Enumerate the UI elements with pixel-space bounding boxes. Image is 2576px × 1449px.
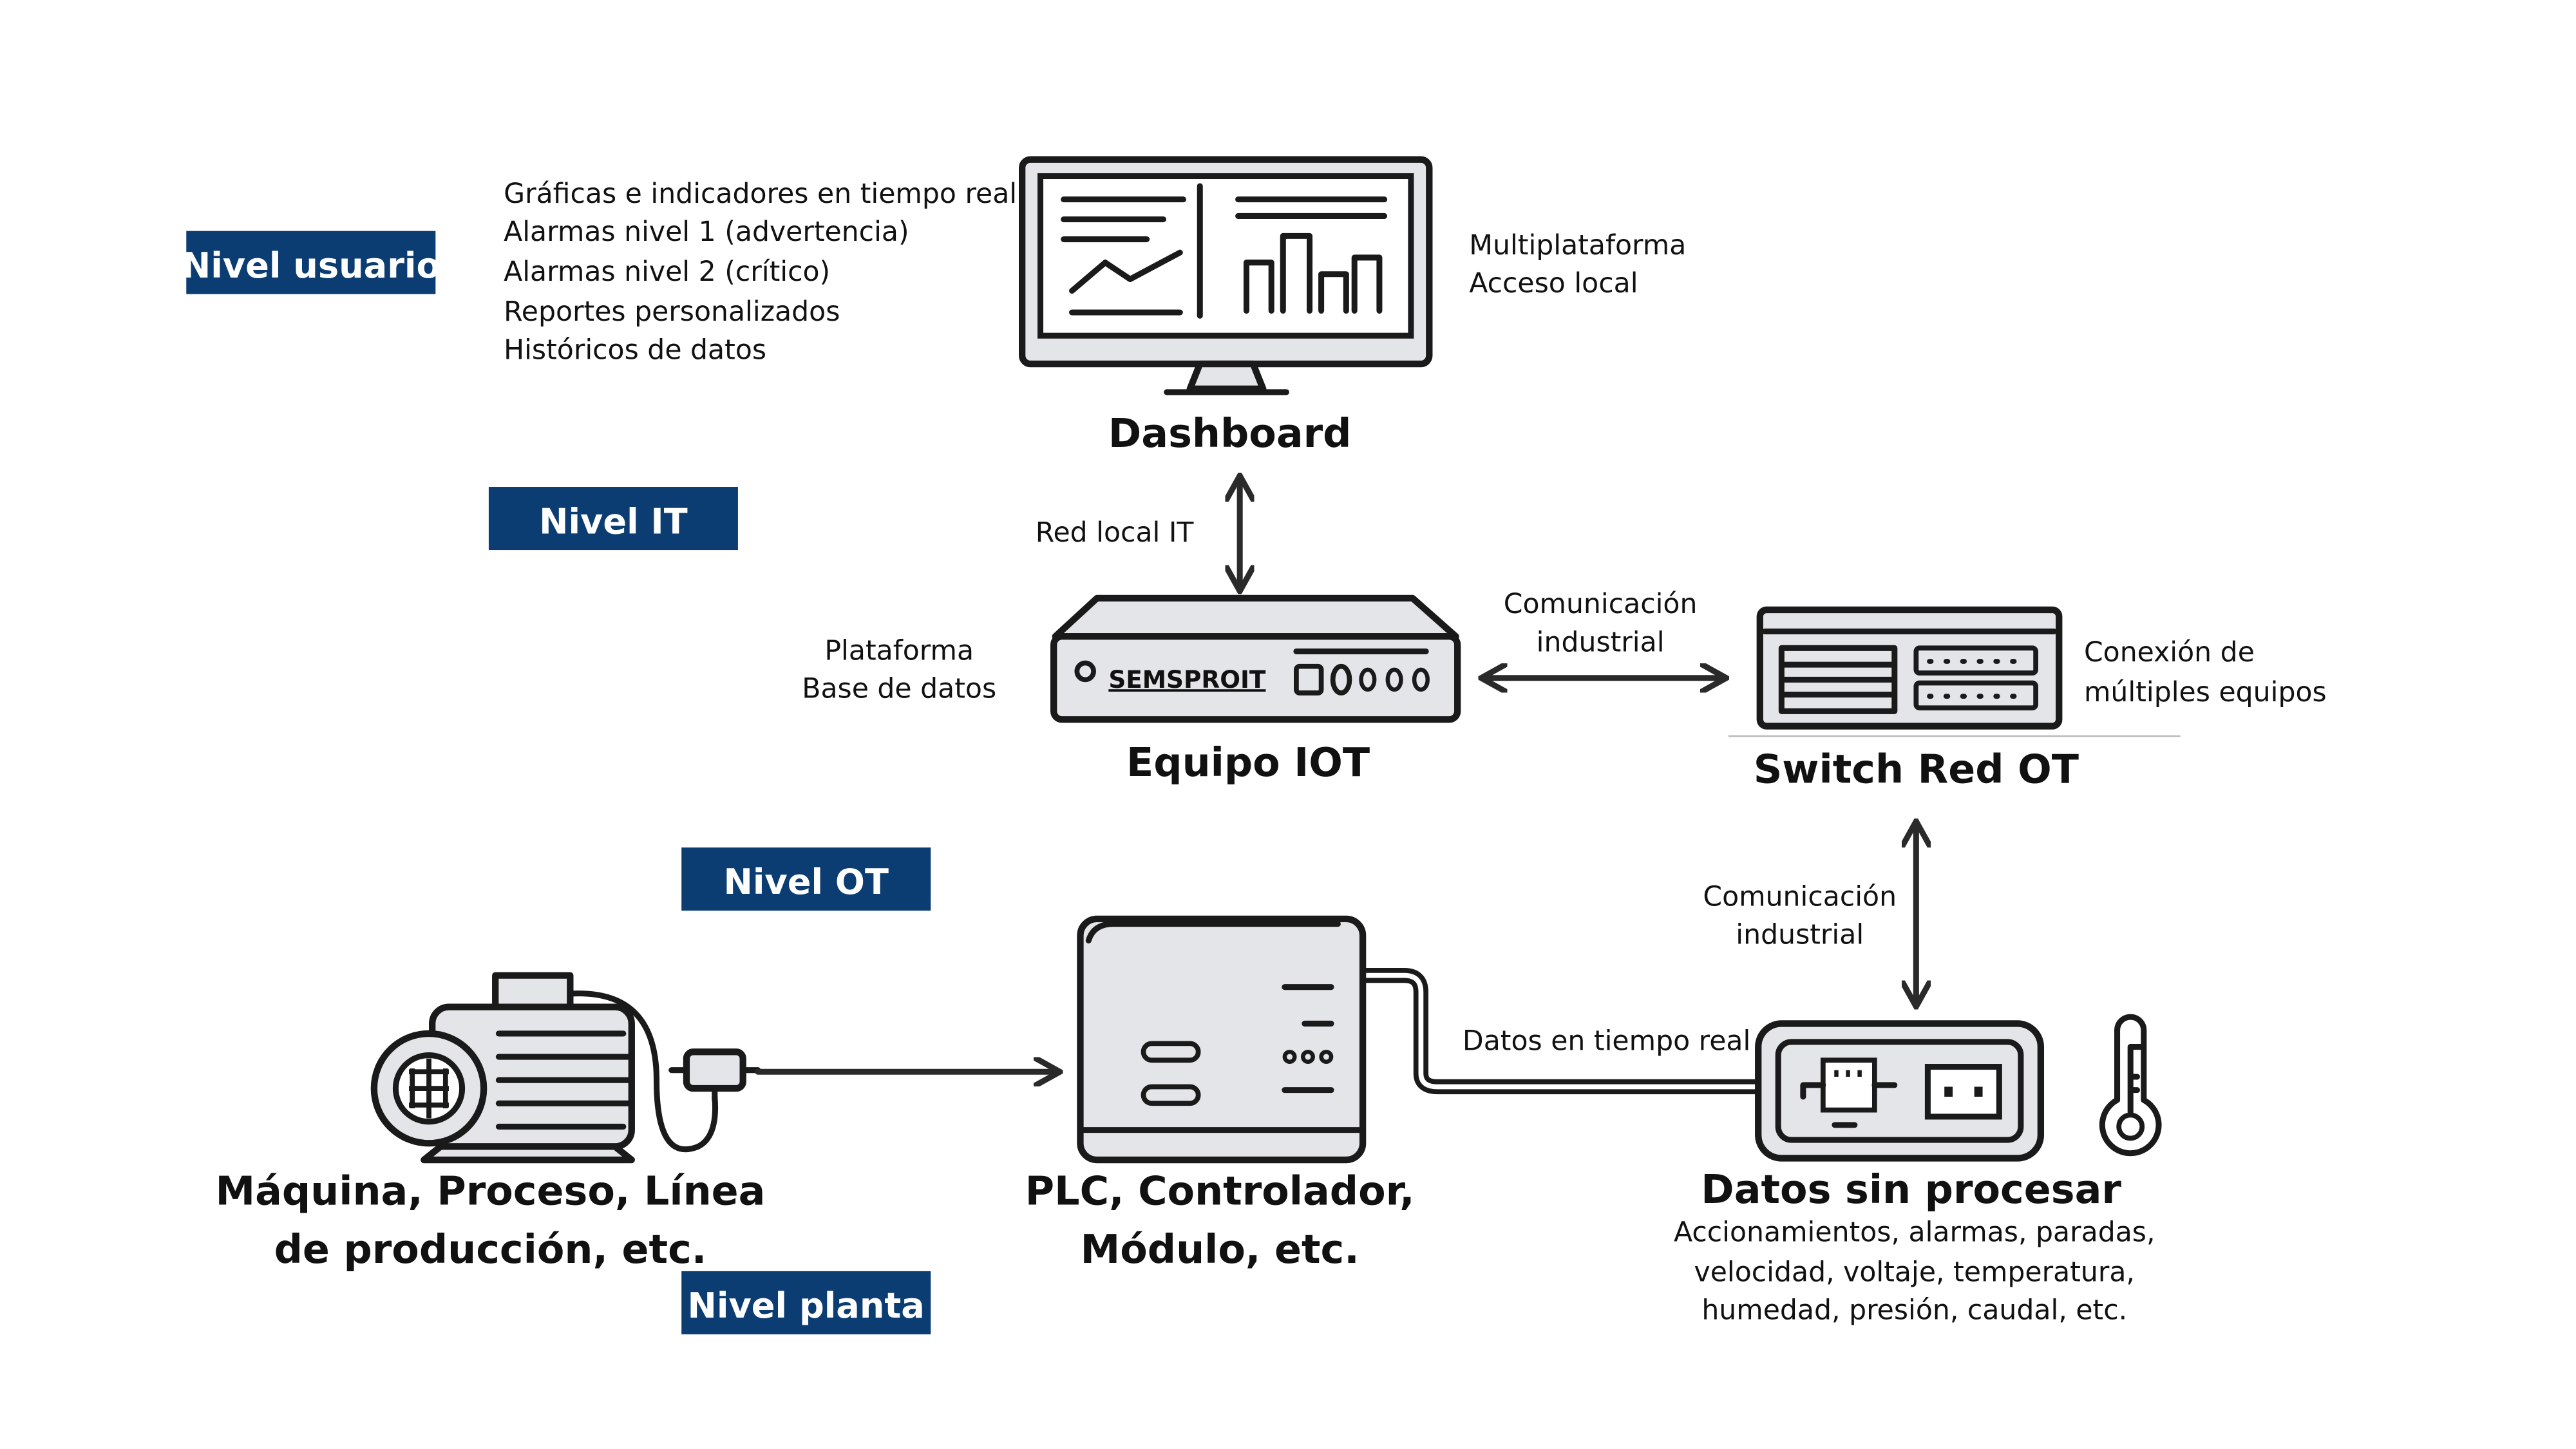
switch-note: Conexión de [2084, 636, 2255, 668]
machine-title: Máquina, Proceso, Línea [215, 1168, 765, 1215]
plc-title: PLC, Controlador, [1025, 1168, 1415, 1215]
motor-icon [370, 972, 718, 1164]
thermometer-icon [2099, 1014, 2162, 1157]
raw-data-note: Accionamientos, alarmas, paradas, [1674, 1216, 2155, 1248]
industrial-link-label: industrial [1736, 919, 1864, 951]
raw-data-note: velocidad, voltaje, temperatura, [1694, 1256, 2135, 1288]
switch-note: múltiples equipos [2084, 676, 2327, 708]
feature-item: Alarmas nivel 2 (crítico) [504, 256, 830, 288]
raw-data-note: humedad, presión, caudal, etc. [1701, 1294, 2127, 1327]
feature-item: Reportes personalizados [504, 296, 840, 328]
switch-title: Switch Red OT [1754, 746, 2079, 792]
dashboard-note: Multiplataforma [1469, 229, 1686, 261]
iot-note: Base de datos [802, 673, 996, 705]
feature-item: Históricos de datos [504, 334, 766, 366]
badge-label: Nivel OT [724, 862, 889, 902]
plc-title: Módulo, etc. [1081, 1226, 1359, 1273]
monitor-icon [1018, 156, 1433, 395]
realtime-label: Datos en tiempo real [1463, 1025, 1750, 1057]
iot-note: Plataforma [824, 634, 974, 667]
iot-brand-label: SEMSPROIT [1108, 665, 1266, 694]
industrial-link-label: Comunicación [1703, 880, 1897, 913]
badge-nivel-usuario: Nivel usuario [182, 231, 440, 294]
industrial-link-label: Comunicación [1504, 588, 1698, 620]
dashboard-note: Acceso local [1469, 267, 1638, 299]
badge-label: Nivel usuario [182, 245, 440, 286]
feature-item: Gráficas e indicadores en tiempo real [504, 178, 1017, 210]
dashboard-features: Gráficas e indicadores en tiempo real Al… [504, 178, 1017, 366]
switch-icon [1756, 606, 2063, 730]
iot-title: Equipo IOT [1126, 739, 1370, 786]
badge-nivel-planta: Nivel planta [681, 1271, 931, 1334]
industrial-link-label: industrial [1537, 626, 1665, 658]
iot-device-icon: SEMSPROIT [1050, 594, 1461, 723]
it-network-label: Red local IT [1036, 516, 1195, 549]
badge-nivel-it: Nivel IT [488, 487, 738, 551]
dashboard-title: Dashboard [1108, 410, 1352, 457]
feature-item: Alarmas nivel 1 (advertencia) [504, 216, 909, 248]
plc-icon [1077, 915, 1367, 1164]
badge-label: Nivel planta [688, 1285, 925, 1326]
machine-title: de producción, etc. [274, 1226, 707, 1273]
badge-label: Nivel IT [539, 501, 688, 542]
badge-nivel-ot: Nivel OT [681, 847, 931, 911]
sensor-module-icon [1755, 1020, 2045, 1162]
plug-icon [668, 1048, 761, 1103]
raw-data-title: Datos sin procesar [1701, 1166, 2121, 1213]
